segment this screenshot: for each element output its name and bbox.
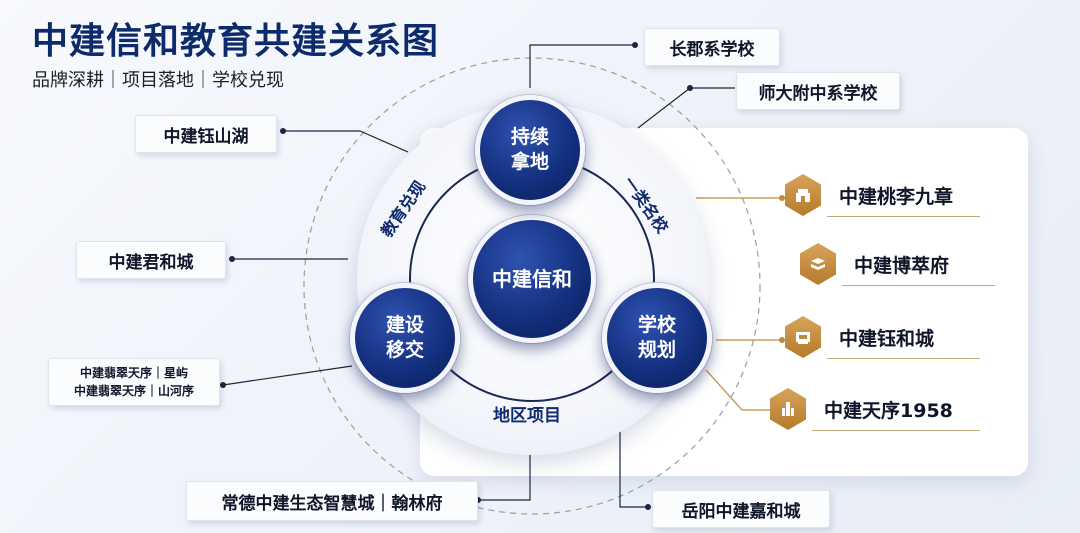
callout-yushanhu: 中建钰山湖 [135,115,277,153]
center-node: 中建信和 [468,215,596,343]
callout-shida: 师大附中系学校 [736,72,900,110]
node-right-label: 学校 规划 [637,314,676,361]
leader-school-4 [705,369,782,411]
callout-changjun: 长郡系学校 [644,28,780,66]
callout-changde: 常德中建生态智慧城｜翰林府 [186,481,478,521]
school-item: 中建钰和城 [785,316,980,362]
node-left: 建设 移交 [350,283,460,393]
school-item: 中建桃李九章 [785,174,980,220]
school-name: 中建桃李九章 [839,186,954,208]
school-item: 中建博萃府 [800,243,995,289]
board-icon [785,316,821,358]
ring-label-bottom: 地区项目 [493,406,561,426]
outer-dashed-ring [303,57,761,515]
page-title: 中建信和教育共建关系图 [32,21,440,62]
leader-feicui [222,365,353,386]
leader-yueyang [619,428,648,508]
school-item: 中建天序1958 [770,388,980,434]
tower-icon [770,388,806,430]
node-left-label: 建设 移交 [385,314,424,361]
center-label: 中建信和 [492,266,572,291]
school-name: 中建博萃府 [854,255,950,277]
page-subtitle: 品牌深耕｜项目落地｜学校兑现 [32,70,284,91]
callout-feicui-line2: 中建翡翠天序｜山河序 [73,384,194,398]
node-right: 学校 规划 [602,283,712,393]
node-top-label: 持续 拿地 [510,126,549,173]
book-icon [800,243,836,285]
callout-feicui: 中建翡翠天序｜星屿 中建翡翠天序｜山河序 [48,358,220,406]
node-top: 持续 拿地 [475,95,585,205]
school-name: 中建钰和城 [839,328,935,350]
leader-changde [478,452,531,501]
callout-yueyang: 岳阳中建嘉和城 [652,490,830,528]
callout-junhecheng: 中建君和城 [76,241,226,279]
building-icon [785,174,821,216]
school-name: 中建天序1958 [824,400,953,422]
callout-feicui-line1: 中建翡翠天序｜星屿 [79,366,188,380]
leader-changjun [529,44,635,88]
